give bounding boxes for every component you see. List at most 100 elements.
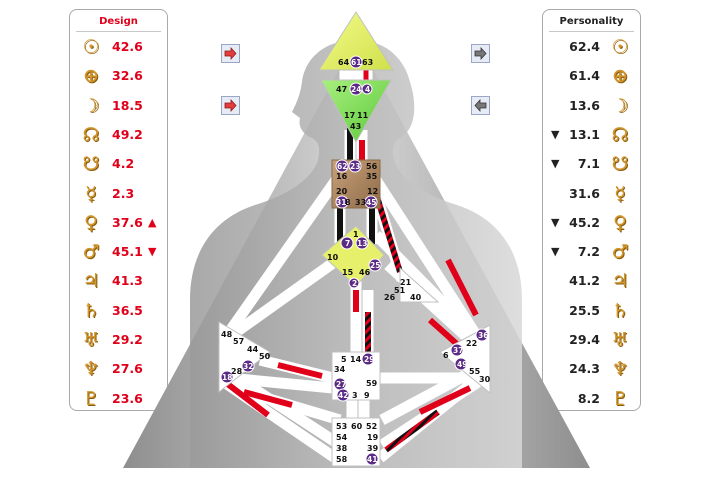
design-planet-value: 27.6 xyxy=(112,361,143,377)
design-planet-row: ☿2.3 xyxy=(70,181,167,207)
gate-18: 18 xyxy=(222,373,232,382)
gate-9: 9 xyxy=(364,391,370,400)
gate-31: 31 xyxy=(336,198,346,207)
personality-planet-value: 62.4 xyxy=(569,39,600,54)
design-planet-value: 37.6 xyxy=(112,214,143,230)
gate-6: 6 xyxy=(443,351,449,360)
jupiter-icon: ♃ xyxy=(611,270,629,293)
gate-45: 45 xyxy=(366,198,376,207)
personality-planet-value: 7.2 xyxy=(577,244,600,260)
personality-planet-value: 41.2 xyxy=(569,273,600,289)
neptune-icon: ♆ xyxy=(82,358,100,381)
gate-41: 41 xyxy=(367,455,377,464)
personality-planet-value: 29.4 xyxy=(569,332,600,347)
gate-38: 38 xyxy=(336,444,348,453)
design-planet-row: ☉42.6 xyxy=(70,34,167,60)
personality-forward-button[interactable] xyxy=(471,44,490,63)
gate-57: 57 xyxy=(233,337,244,346)
south-node-icon: ☋ xyxy=(82,153,100,176)
personality-planet-value: 61.4 xyxy=(569,68,600,84)
gate-21: 21 xyxy=(400,278,412,287)
personality-planet-value: 7.1 xyxy=(577,156,600,172)
personality-planet-row: ♄25.5 xyxy=(543,298,640,324)
gate-33: 33 xyxy=(355,198,366,207)
design-planet-value: 41.3 xyxy=(112,273,143,289)
venus-icon: ♀ xyxy=(613,211,627,234)
design-planet-row: ♀37.6▲ xyxy=(70,210,167,236)
head-center xyxy=(318,11,394,71)
personality-planet-value: 13.6 xyxy=(569,97,600,113)
personality-planet-value: 13.1 xyxy=(569,126,600,142)
personality-planet-row: ♇8.2 xyxy=(543,386,640,412)
gate-48: 48 xyxy=(221,330,233,339)
personality-planet-row: ♀45.2▼ xyxy=(543,210,640,236)
gate-52: 52 xyxy=(366,422,377,431)
gate-35: 35 xyxy=(366,172,378,181)
gate-8: 8 xyxy=(345,198,351,207)
active-channels xyxy=(223,70,479,453)
design-planet-value: 32.6 xyxy=(112,68,143,84)
gate-10: 10 xyxy=(327,253,339,262)
gate-61: 61 xyxy=(351,58,361,67)
design-planet-value: 18.5 xyxy=(112,97,143,113)
personality-title: Personality xyxy=(543,16,640,32)
design-planet-value: 23.6 xyxy=(112,390,143,406)
saturn-icon: ♄ xyxy=(611,299,629,322)
gate-40: 40 xyxy=(410,293,422,302)
design-planet-value: 4.2 xyxy=(112,156,135,172)
gate-17: 17 xyxy=(344,111,355,120)
personality-planet-row: ♃ 41.2 xyxy=(543,268,640,294)
gate-5: 5 xyxy=(341,355,347,364)
personality-planet-arrow: ▼ xyxy=(551,245,560,259)
design-planet-row: ☋ 4.2 xyxy=(70,151,167,177)
design-planet-value: 42.6 xyxy=(112,39,143,54)
personality-planet-value: 24.3 xyxy=(569,361,600,377)
personality-planet-arrow: ▼ xyxy=(551,127,560,141)
moon-icon: ☽ xyxy=(611,94,629,117)
earth-icon: ⊕ xyxy=(612,65,628,88)
gate-2: 2 xyxy=(352,279,357,288)
saturn-icon: ♄ xyxy=(82,299,100,322)
design-planet-row: ⊕32.6 xyxy=(70,63,167,89)
gate-51: 51 xyxy=(394,286,406,295)
personality-planet-row: ☊ 13.1 ▼ xyxy=(543,122,640,148)
heart-center xyxy=(399,266,440,303)
pluto-icon: ♇ xyxy=(82,387,100,410)
design-planet-arrow: ▼ xyxy=(148,245,157,259)
design-forward-button[interactable] xyxy=(221,44,240,63)
arrow-left-icon xyxy=(474,98,487,113)
personality-planet-row: ☋7.1▼ xyxy=(543,151,640,177)
design-back-button[interactable] xyxy=(221,96,240,115)
gate-43: 43 xyxy=(350,122,361,131)
personality-planet-value: 8.2 xyxy=(577,390,600,406)
gate-25: 25 xyxy=(370,261,380,270)
personality-back-button[interactable] xyxy=(471,96,490,115)
gate-22: 22 xyxy=(466,339,477,348)
gate-59: 59 xyxy=(366,379,378,388)
north-node-icon: ☊ xyxy=(611,123,629,146)
gate-29: 29 xyxy=(364,355,374,364)
gate-50: 50 xyxy=(259,352,271,361)
gate-44: 44 xyxy=(247,345,259,354)
design-planet-value: 2.3 xyxy=(112,185,135,201)
gate-20: 20 xyxy=(336,187,348,196)
gate-11: 11 xyxy=(357,111,369,120)
uranus-icon: ♅ xyxy=(82,329,100,351)
gate-49: 49 xyxy=(457,360,467,369)
gate-36: 36 xyxy=(478,331,488,340)
gate-46: 46 xyxy=(359,268,371,277)
personality-planet-row: ♅29.4 xyxy=(543,327,640,353)
personality-planet-row: ☉62.4 xyxy=(543,34,640,60)
root-center xyxy=(331,417,381,467)
gate-62: 62 xyxy=(337,162,347,171)
design-planet-row: ♆ 27.6 xyxy=(70,356,167,382)
arrow-right-icon xyxy=(474,46,487,61)
gate-7: 7 xyxy=(345,239,350,248)
arrow-right-icon xyxy=(224,46,237,61)
design-planet-value: 29.2 xyxy=(112,332,143,347)
gate-32: 32 xyxy=(243,362,253,371)
gate-labels: 64 61 63 47 24 4 17 11 43 62 23 56 16 35… xyxy=(221,58,491,464)
personality-panel: Personality ☉62.4⊕61.4☽13.6☊13.1▼☋7.1▼☿3… xyxy=(542,9,641,411)
gate-19: 19 xyxy=(367,433,379,442)
